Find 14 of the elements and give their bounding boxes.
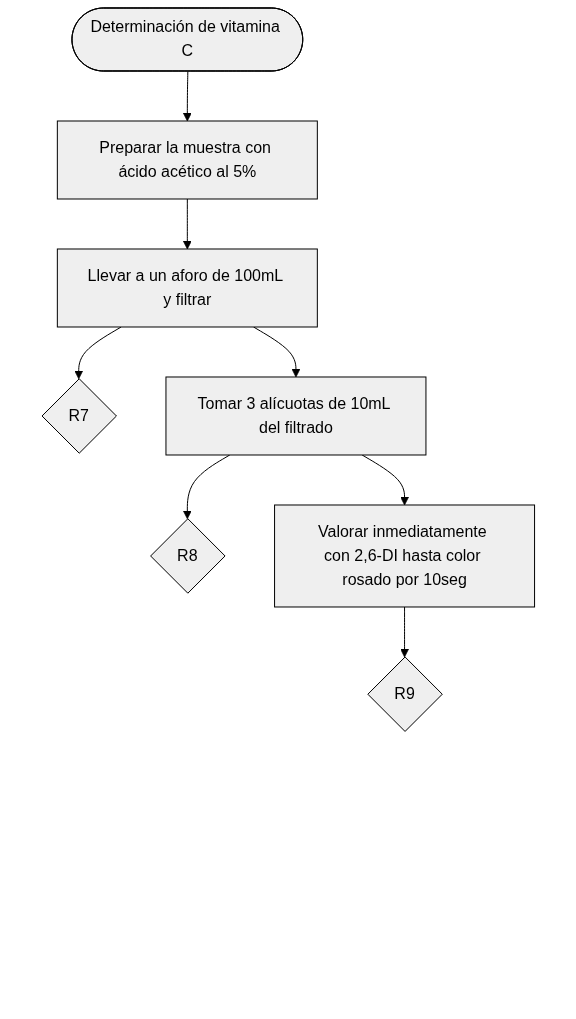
node-box: Preparar la muestra con ácido acético al 5%: [56, 120, 318, 200]
arrow: [252, 326, 301, 378]
node-diamond: R8: [149, 518, 226, 594]
arrow: [182, 71, 192, 122]
arrow: [182, 454, 230, 520]
node-diamond: R9: [367, 656, 443, 732]
arrow: [361, 454, 409, 506]
arrow: [182, 198, 192, 250]
arrow: [399, 606, 409, 658]
node-box: Tomar 3 alícuotas de 10mL del filtrado: [165, 376, 427, 456]
node-box: Llevar a un aforo de 100mL y filtrar: [56, 248, 318, 328]
node-diamond: R7: [41, 378, 117, 454]
arrow: [74, 326, 122, 380]
node-box: Valorar inmediatamente con 2,6-DI hasta color rosado por 10seg: [273, 504, 535, 608]
